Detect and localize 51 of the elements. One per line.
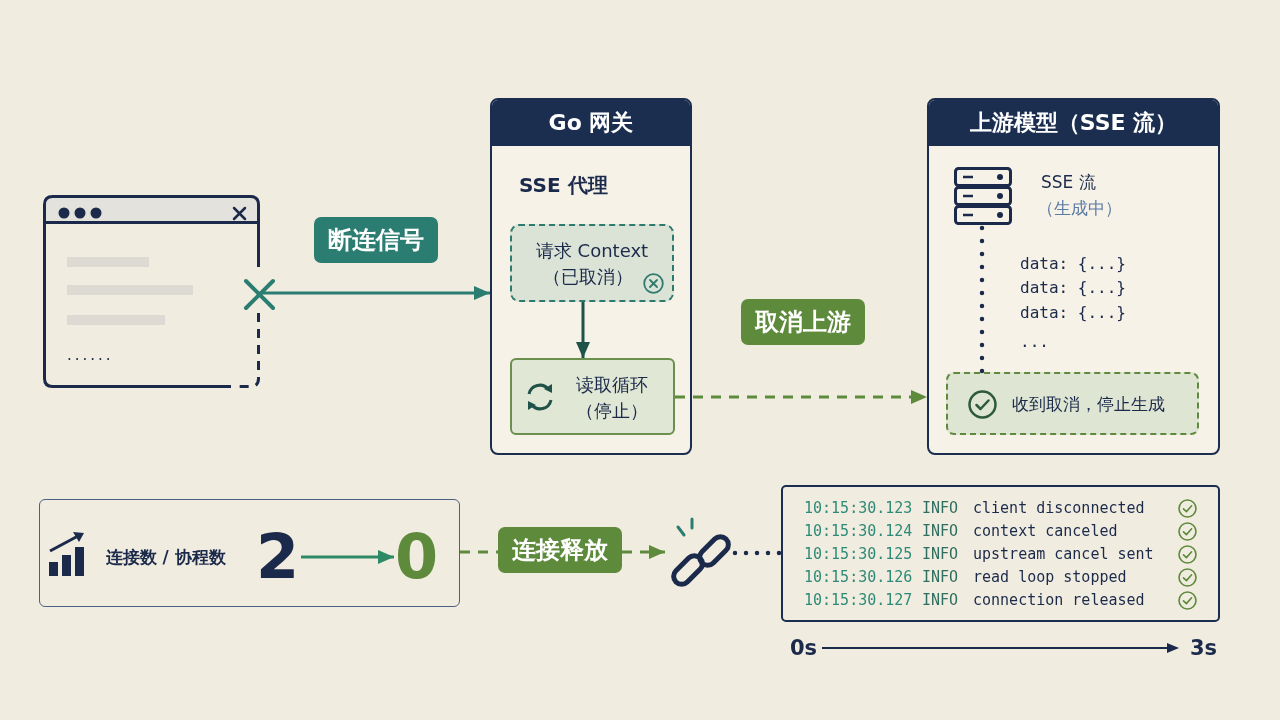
count-number: 0 xyxy=(393,521,440,592)
panel-title: Go 网关 xyxy=(492,100,690,146)
log-level: INFO xyxy=(922,544,959,564)
code-line: ... xyxy=(1020,330,1049,352)
subtitle: SSE 代理 xyxy=(519,172,608,198)
log-level: INFO xyxy=(922,521,959,541)
arrow xyxy=(675,390,927,404)
code-line: data: {...} xyxy=(1020,276,1126,298)
code-line: data: {...} xyxy=(1020,301,1126,323)
panel xyxy=(490,98,692,455)
log-message: upstream cancel sent xyxy=(973,544,1154,564)
status-box xyxy=(946,372,1199,435)
process-box xyxy=(510,224,674,302)
log-message: read loop stopped xyxy=(973,567,1127,587)
status-text: 收到取消，停止生成 xyxy=(1012,393,1165,415)
code-line: data: {...} xyxy=(1020,252,1126,274)
process-box xyxy=(510,358,675,435)
log-message: client disconnected xyxy=(973,498,1145,518)
box-label: 请求 Context xyxy=(534,238,650,262)
timestamp: 10:15:30.124 xyxy=(804,521,913,541)
placeholder-text: ...... xyxy=(67,345,114,365)
log-level: INFO xyxy=(922,590,959,610)
panel xyxy=(927,98,1220,455)
status-text: （生成中） xyxy=(1037,197,1122,219)
axis-label: 0s xyxy=(790,634,818,662)
timestamp: 10:15:30.125 xyxy=(804,544,913,564)
edge-label: 连接释放 xyxy=(498,527,622,573)
box-label: 读取循环 xyxy=(575,372,649,396)
log-level: INFO xyxy=(922,567,959,587)
arrow xyxy=(260,286,490,300)
arrow xyxy=(301,550,394,564)
log-message: connection released xyxy=(973,590,1145,610)
edge-label: 取消上游 xyxy=(741,299,865,345)
log-message: context canceled xyxy=(973,521,1118,541)
timestamp: 10:15:30.123 xyxy=(804,498,913,518)
status-text: （已取消） xyxy=(542,264,634,288)
axis-label: 3s xyxy=(1190,634,1218,662)
timestamp: 10:15:30.127 xyxy=(804,590,913,610)
log-panel xyxy=(781,485,1220,622)
metric-label: 连接数 / 协程数 xyxy=(105,545,226,568)
log-level: INFO xyxy=(922,498,959,518)
timestamp: 10:15:30.126 xyxy=(804,567,913,587)
count-number: 2 xyxy=(254,521,301,592)
arrow xyxy=(576,302,590,358)
stream-label: SSE 流 xyxy=(1041,171,1096,193)
connector-line xyxy=(979,225,985,375)
stats-panel xyxy=(39,499,460,607)
status-text: （停止） xyxy=(575,398,649,422)
panel-title: 上游模型（SSE 流） xyxy=(929,100,1218,146)
connector-line xyxy=(732,550,784,556)
edge-label: 断连信号 xyxy=(314,217,438,263)
